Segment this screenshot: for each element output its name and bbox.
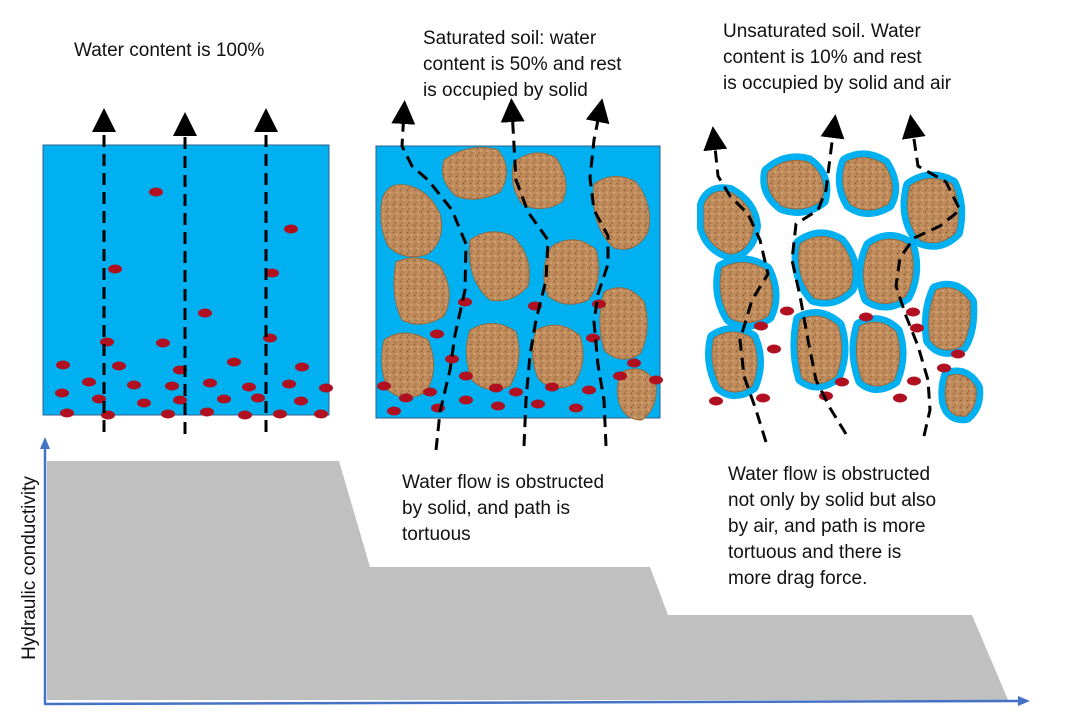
panel-water-100 [42, 108, 333, 434]
label-line: content is 50% and rest [423, 54, 622, 75]
label-line: Saturated soil: water [423, 28, 597, 49]
soil-solids-unsaturated [703, 157, 977, 417]
label-line: tortuous [402, 524, 471, 545]
label-line: by solid, and path is [402, 498, 570, 519]
obstructed-by-air-label: Water flow is obstructed not only by sol… [728, 462, 936, 592]
tortuous-flow-paths [391, 98, 610, 451]
label-line: Water flow is obstructed [728, 464, 931, 485]
hydraulic-conductivity-area [47, 461, 1008, 700]
unsaturated-soil-label: Unsaturated soil. Water content is 10% a… [723, 19, 951, 97]
label-line: Water flow is obstructed [402, 472, 605, 493]
saturated-soil-label: Saturated soil: water content is 50% and… [423, 26, 622, 104]
y-axis-label-text: Hydraulic conductivity [19, 476, 40, 660]
label-line: more drag force. [728, 568, 868, 589]
obstructed-by-solid-label: Water flow is obstructed by solid, and p… [402, 470, 604, 548]
panel-unsaturated-soil [697, 114, 984, 443]
label-line: is occupied by solid [423, 80, 588, 101]
trapped-particles [377, 297, 663, 416]
trapped-particles-unsaturated [709, 306, 965, 406]
label-line: content is 10% and rest [723, 47, 922, 68]
x-axis-arrowhead [1018, 696, 1030, 706]
suspended-particles [55, 187, 333, 420]
label-line: is occupied by solid and air [723, 73, 952, 94]
label-line: by air, and path is more [728, 516, 926, 537]
straight-flow-paths [92, 108, 278, 434]
label-line: Water content is 100% [74, 40, 265, 61]
water-content-100-label: Water content is 100% [74, 38, 264, 64]
tortuous-flow-paths-unsaturated [703, 114, 962, 443]
soil-solids [380, 147, 657, 421]
panel-saturated-soil [375, 98, 663, 451]
x-axis [43, 699, 1021, 706]
y-axis-arrowhead [40, 437, 50, 449]
label-line: Unsaturated soil. Water [723, 21, 921, 42]
label-line: tortuous and there is [728, 542, 902, 563]
label-line: not only by solid but also [728, 490, 937, 511]
